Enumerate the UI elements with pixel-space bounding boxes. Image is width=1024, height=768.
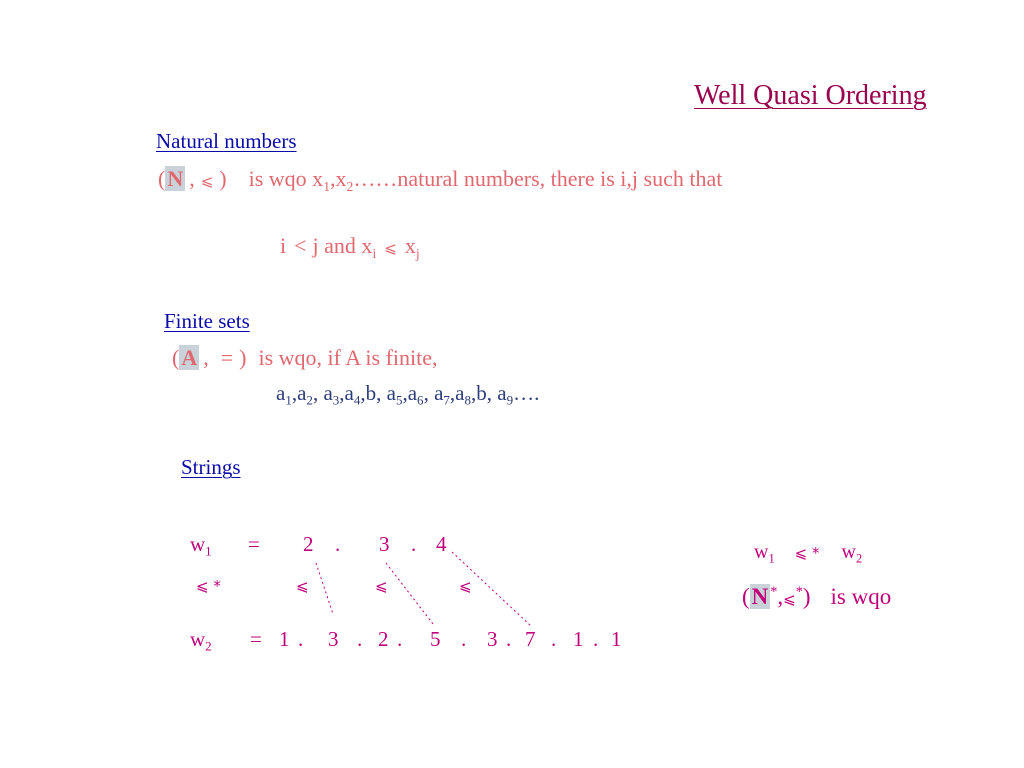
comma: , xyxy=(203,345,209,370)
w2-char: 2 xyxy=(378,627,389,651)
leq-symbol: ⩽ xyxy=(375,577,388,595)
sequence-subscript: 7 xyxy=(443,392,450,408)
w2-char: 3 xyxy=(487,627,498,651)
w2-char: 1 xyxy=(573,627,584,651)
cond-i: i xyxy=(280,233,287,258)
w1-char: 4 xyxy=(436,532,447,556)
natural-numbers-heading[interactable]: Natural numbers xyxy=(156,129,297,153)
finite-sets-heading[interactable]: Finite sets xyxy=(164,309,250,333)
sequence-subscript: 5 xyxy=(395,392,403,408)
set-n-star: N xyxy=(749,584,771,609)
w1-char: . xyxy=(335,532,341,556)
right-wqo-statement: (N*,⩽*)is wqo xyxy=(742,584,892,609)
sequence-term: ,b, a xyxy=(360,381,396,405)
sequence-subscript: 6 xyxy=(417,392,424,408)
text-part1: is wqo x xyxy=(248,166,324,191)
w2-char: 5 xyxy=(430,627,441,651)
strings-heading[interactable]: Strings xyxy=(181,455,241,479)
set-n: N xyxy=(165,166,186,191)
w1-char: 3 xyxy=(379,532,390,556)
cond-x: x xyxy=(404,233,416,258)
natural-condition: i<j and xi⩽xj xyxy=(280,233,420,261)
w2-char: . xyxy=(357,627,363,651)
sequence-term: ,a xyxy=(402,381,418,405)
w2-char: . xyxy=(298,627,304,651)
sequence-term: ,a xyxy=(339,381,354,405)
comma: , xyxy=(189,166,195,191)
w2-char: 1 xyxy=(611,627,622,651)
w2-char: 3 xyxy=(328,627,339,651)
page-title: Well Quasi Ordering xyxy=(694,80,927,111)
sequence-subscript: 4 xyxy=(353,392,361,408)
sequence-term: , a xyxy=(312,381,333,405)
subscript-1: 1 xyxy=(323,178,330,194)
mapping-line xyxy=(315,562,334,615)
w2-char: 1 xyxy=(279,627,290,651)
finite-text: is wqo, if A is finite, xyxy=(258,345,438,370)
text-part2: ,x xyxy=(330,166,347,191)
leq-symbol: ⩽ xyxy=(459,577,472,595)
w2-char: . xyxy=(461,627,467,651)
leq-star-symbol: ⩽ * xyxy=(196,577,221,595)
mapping-line xyxy=(451,551,532,627)
cond-lt: < xyxy=(294,233,307,258)
leq-symbol: ⩽ xyxy=(200,172,214,190)
text-part3: ……natural numbers, there is i,j such tha… xyxy=(353,166,723,191)
open-paren: ( xyxy=(158,166,166,191)
sequence-term: ,b, a xyxy=(471,381,507,405)
sequence-term: , a xyxy=(423,381,444,405)
sequence-term: a xyxy=(276,381,286,405)
cond-mid: j and x xyxy=(312,233,373,258)
right-w1-leq-w2: w1⩽ *w2 xyxy=(754,541,863,566)
sequence-term: ,a xyxy=(449,381,465,405)
w2-char: . xyxy=(506,627,512,651)
w2-char: . xyxy=(397,627,403,651)
w2-char: 7 xyxy=(525,627,536,651)
eq-symbol: = xyxy=(220,345,234,370)
sequence-term: ,a xyxy=(291,381,307,405)
cond-sub-i: i xyxy=(372,245,377,261)
set-a: A xyxy=(179,345,200,370)
finite-sequence: a1,a2, a3,a4,b, a5,a6, a7,a8,b, a9…. xyxy=(276,381,540,408)
leq-symbol: ⩽ xyxy=(296,577,309,595)
w2-label: w2 xyxy=(190,627,212,654)
w1-char: . xyxy=(411,532,417,556)
w2-eq: = xyxy=(250,627,262,651)
sequence-term: …. xyxy=(513,381,540,405)
finite-sets-statement: (A, =) is wqo, if A is finite, xyxy=(172,345,438,371)
cond-leq: ⩽ xyxy=(384,239,397,257)
close-paren: ) xyxy=(219,166,227,191)
natural-numbers-statement: (N, ⩽) is wqo x1,x2……natural numbers, ther… xyxy=(158,166,723,194)
w1-eq: = xyxy=(248,532,260,556)
mapping-line xyxy=(385,562,434,625)
sequence-subscript: 8 xyxy=(464,392,471,408)
w1-char: 2 xyxy=(303,532,314,556)
sequence-subscript: 3 xyxy=(332,392,340,408)
sequence-subscript: 1 xyxy=(285,392,292,408)
sequence-subscript: 9 xyxy=(506,392,514,408)
close-paren: ) xyxy=(239,345,247,370)
w1-label: w1 xyxy=(190,532,212,559)
w2-char: . xyxy=(551,627,557,651)
subscript-2: 2 xyxy=(346,178,354,194)
sequence-subscript: 2 xyxy=(306,392,313,408)
open-paren: ( xyxy=(172,345,180,370)
w2-char: . xyxy=(593,627,599,651)
cond-sub-j: j xyxy=(415,245,420,261)
